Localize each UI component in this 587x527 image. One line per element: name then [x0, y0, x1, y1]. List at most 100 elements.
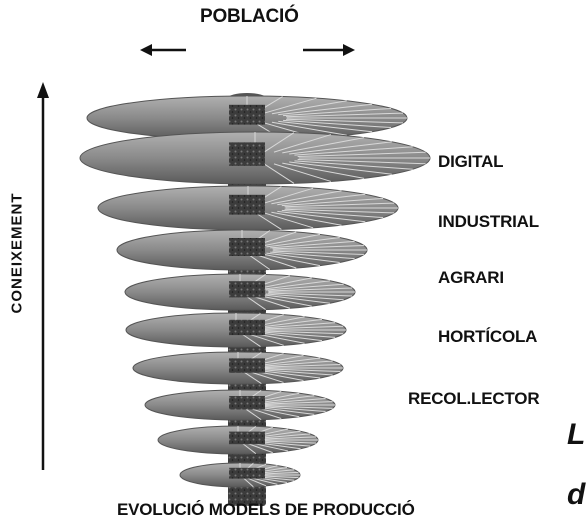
- step-line: [257, 436, 317, 440]
- step-line: [261, 233, 321, 247]
- step-line: [273, 134, 332, 153]
- step-line: [284, 202, 395, 208]
- step-line: [266, 237, 340, 248]
- step-line: [270, 251, 355, 260]
- step-line: [265, 283, 344, 291]
- step-line: [262, 325, 344, 330]
- step-line: [247, 333, 284, 346]
- column-segment: [229, 104, 265, 125]
- step-line: [255, 441, 311, 447]
- step-line: [255, 254, 297, 269]
- step-line: [289, 141, 392, 155]
- step-line: [245, 408, 262, 421]
- column-segment: [229, 238, 265, 256]
- step-line: [249, 371, 284, 383]
- step-line: [273, 163, 332, 182]
- step-line: [272, 250, 364, 255]
- step-line: [257, 440, 317, 444]
- step-line: [241, 333, 261, 347]
- step-line: [255, 433, 311, 439]
- step-line: [264, 187, 314, 204]
- step-line: [285, 118, 404, 124]
- step-line: [281, 197, 384, 207]
- column-segment: [229, 319, 265, 336]
- step-line: [261, 360, 333, 367]
- step-line: [271, 190, 342, 205]
- step-line: [263, 368, 341, 373]
- era-label-horticola: HORTÍCOLA: [438, 327, 538, 346]
- step-line: [263, 401, 333, 405]
- step-line: [261, 369, 333, 376]
- step-line: [243, 477, 254, 488]
- step-line: [262, 280, 330, 290]
- step-line: [257, 332, 323, 342]
- step-line: [256, 212, 282, 230]
- step-line: [257, 318, 323, 328]
- step-line: [266, 252, 340, 263]
- era-label-recollector: RECOL.LECTOR: [408, 389, 540, 408]
- cut-off-text-l: L: [567, 418, 586, 451]
- column-segment: [229, 194, 265, 215]
- step-line: [258, 406, 315, 415]
- step-line: [261, 253, 321, 267]
- population-label: POBLACIÓ: [200, 6, 299, 27]
- column-segment: [229, 358, 265, 373]
- step-line: [261, 406, 326, 413]
- step-line: [270, 240, 355, 249]
- cut-off-text-d: d: [567, 478, 586, 511]
- step-line: [258, 357, 321, 367]
- step-line: [272, 245, 364, 250]
- step-line: [246, 477, 267, 487]
- step-line: [283, 119, 392, 129]
- step-line: [248, 254, 271, 270]
- step-line: [265, 293, 344, 301]
- step-line: [264, 132, 295, 153]
- step-line: [268, 292, 353, 297]
- step-line: [294, 160, 413, 170]
- column-segment: [229, 467, 265, 479]
- step-line: [285, 112, 404, 118]
- step-line: [257, 295, 312, 307]
- step-line: [264, 163, 295, 184]
- step-line: [277, 210, 366, 223]
- population-arrows: [140, 44, 355, 56]
- step-line: [282, 162, 365, 179]
- step-line: [258, 395, 315, 404]
- step-line: [271, 211, 342, 226]
- step-line: [297, 151, 426, 158]
- step-line: [297, 158, 426, 165]
- step-line: [289, 161, 392, 175]
- knowledge-axis-label: CONEIXEMENT: [8, 192, 26, 314]
- step-line: [262, 294, 330, 304]
- step-line: [263, 405, 333, 409]
- step-line: [262, 330, 344, 335]
- era-label-digital: DIGITAL: [438, 152, 504, 171]
- step-line: [246, 442, 273, 454]
- step-line: [281, 209, 384, 219]
- step-line: [261, 397, 326, 404]
- era-label-industrial: INDUSTRIAL: [438, 212, 539, 231]
- step-line: [283, 107, 392, 117]
- step-line: [271, 121, 347, 136]
- production-models-label: EVOLUCIÓ MODELS DE PRODUCCIÓ: [117, 500, 415, 519]
- spiral-discs: [79, 95, 431, 488]
- column-segment: [229, 281, 265, 298]
- step-line: [278, 120, 373, 133]
- step-line: [284, 208, 395, 214]
- step-line: [250, 407, 282, 419]
- knowledge-arrow: [37, 82, 49, 470]
- step-line: [257, 277, 312, 289]
- step-line: [264, 212, 314, 229]
- step-line: [263, 363, 341, 368]
- step-line: [264, 97, 317, 114]
- step-line: [260, 331, 336, 338]
- step-line: [252, 295, 291, 309]
- era-label-agrari: AGRARI: [438, 268, 504, 287]
- step-line: [258, 369, 321, 379]
- step-line: [246, 295, 266, 310]
- step-line: [243, 371, 262, 385]
- step-line: [260, 322, 336, 329]
- step-line: [278, 103, 373, 116]
- step-line: [277, 193, 366, 206]
